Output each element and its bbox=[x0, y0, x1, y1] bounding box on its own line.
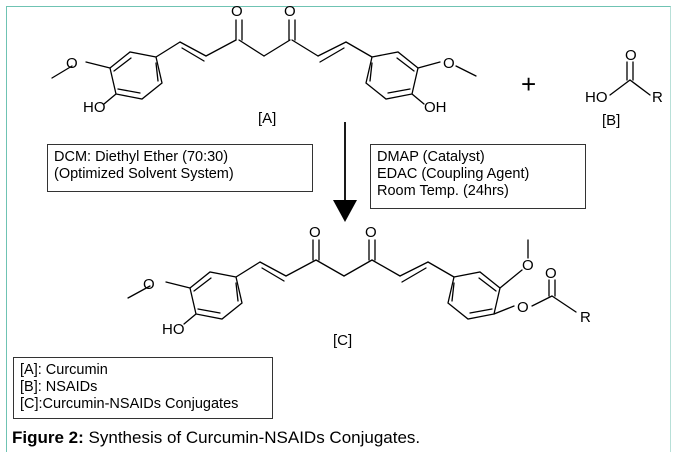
svg-text:OH: OH bbox=[424, 99, 447, 116]
compound-b-r: R bbox=[652, 89, 663, 106]
curcumin-structure bbox=[51, 19, 477, 105]
legend-line: [B]: NSAIDs bbox=[20, 379, 98, 395]
svg-text:O: O bbox=[66, 55, 78, 72]
conditions-line: EDAC (Coupling Agent) bbox=[377, 166, 530, 182]
figure-frame bbox=[6, 6, 671, 452]
caption-label: Figure 2: bbox=[12, 428, 84, 447]
compound-b-o: O bbox=[625, 47, 637, 64]
solvent-line: DCM: Diethyl Ether (70:30) bbox=[54, 149, 229, 165]
conditions-box: DMAP (Catalyst) EDAC (Coupling Agent) Ro… bbox=[370, 144, 586, 209]
svg-text:O: O bbox=[143, 276, 155, 293]
legend-box: [A]: Curcumin [B]: NSAIDs [C]:Curcumin-N… bbox=[13, 357, 273, 419]
legend-line: [C]:Curcumin-NSAIDs Conjugates bbox=[20, 396, 239, 412]
svg-text:O: O bbox=[545, 265, 557, 282]
compound-c-r: R bbox=[580, 309, 591, 326]
solvent-box: DCM: Diethyl Ether (70:30) (Optimized So… bbox=[47, 144, 313, 192]
svg-text:O: O bbox=[309, 224, 321, 241]
nsaid-structure bbox=[609, 61, 651, 96]
legend-line: [A]: Curcumin bbox=[20, 362, 108, 378]
compound-c-ho: HO bbox=[162, 321, 185, 338]
figure-caption: Figure 2: Synthesis of Curcumin-NSAIDs C… bbox=[12, 428, 420, 448]
caption-text: Synthesis of Curcumin-NSAIDs Conjugates. bbox=[83, 428, 421, 447]
compound-a-ho: HO bbox=[83, 99, 106, 116]
svg-text:O: O bbox=[522, 257, 534, 274]
svg-text:O: O bbox=[231, 3, 243, 20]
conjugate-structure bbox=[127, 239, 577, 325]
plus-sign: + bbox=[521, 69, 536, 99]
svg-text:O: O bbox=[443, 55, 455, 72]
compound-b-ho: HO bbox=[585, 89, 608, 106]
conditions-line: DMAP (Catalyst) bbox=[377, 149, 485, 165]
compound-c-o: O bbox=[517, 299, 529, 316]
compound-c-label: [C] bbox=[333, 332, 352, 349]
compound-a-label: [A] bbox=[258, 110, 276, 127]
conditions-line: Room Temp. (24hrs) bbox=[377, 183, 509, 199]
svg-text:O: O bbox=[365, 224, 377, 241]
svg-text:O: O bbox=[284, 3, 296, 20]
compound-b-label: [B] bbox=[602, 112, 620, 129]
reaction-arrow bbox=[333, 122, 357, 222]
solvent-line: (Optimized Solvent System) bbox=[54, 166, 234, 182]
